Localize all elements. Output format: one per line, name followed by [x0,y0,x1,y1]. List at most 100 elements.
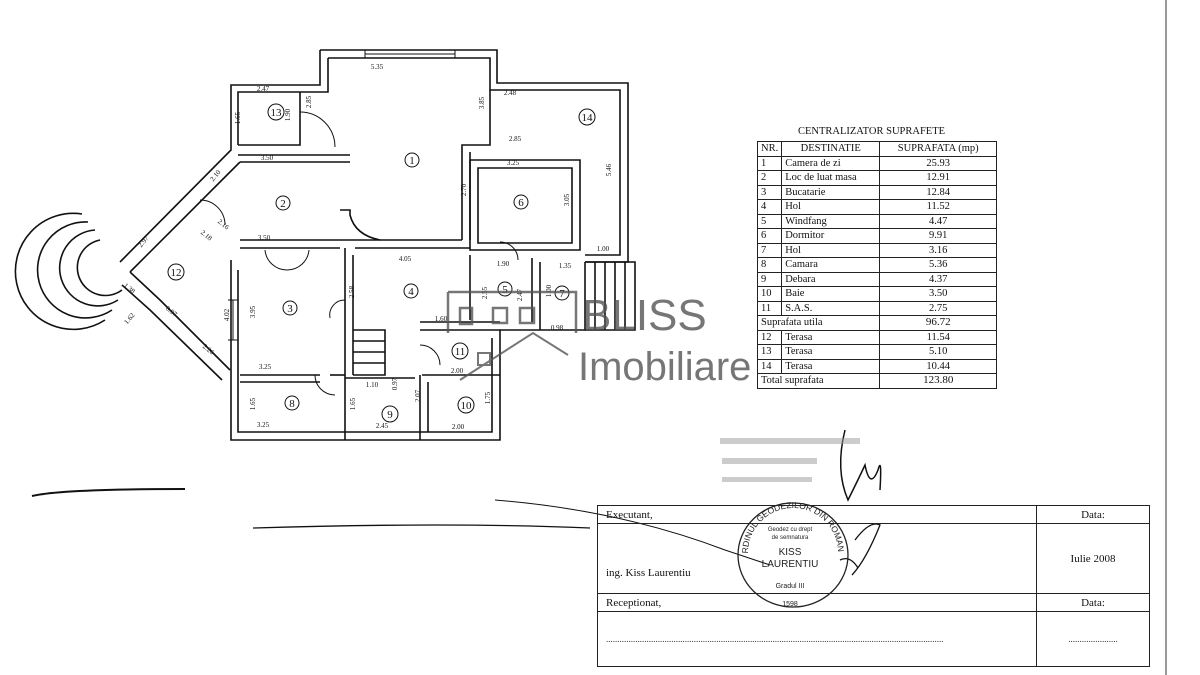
cell-suprafata: 2.75 [879,300,998,316]
cell-nr: 4 [756,199,783,215]
dimension: 2.16 [216,217,231,231]
receptionat-label: Receptionat, [597,593,1037,612]
dimension: 1.90 [497,260,510,268]
dimension: 3.85 [478,96,486,109]
cell-nr: 10 [756,286,783,302]
room-number-1: 1 [409,155,415,167]
room-number-13: 13 [271,107,283,119]
dimension: 1.65 [349,397,357,410]
room-labels: 1 2 3 4 5 6 7 8 9 10 11 12 13 14 [167,103,596,423]
header-suprafata: SUPRAFATA (mp) [879,141,998,157]
room-number-6: 6 [518,197,524,209]
cell-suprafata: 9.91 [879,228,998,244]
cell-destinatie: Terasa [781,329,881,345]
cell-destinatie: Camara [781,257,881,273]
dimension: 3.25 [257,421,270,429]
room-number-12: 12 [171,267,182,279]
dimension: 3.50 [258,234,271,242]
cell-suprafata: 25.93 [879,155,998,171]
doors [199,111,519,396]
cell-nr: 11 [756,300,783,316]
dimension: 1.38 [122,281,137,295]
dimension: 2.97 [136,234,150,249]
cell-destinatie: Debara [781,271,881,287]
bliss-imobiliare-logo: BLISS Imobiliare [446,290,751,389]
cell-suprafata: 11.54 [879,329,998,345]
svg-text:ORDINUL GEODEZILOR DIN ROMANIA: ORDINUL GEODEZILOR DIN ROMANIA [0,0,846,554]
cell-nr: 13 [756,344,783,360]
cell-destinatie: Dormitor [781,228,881,244]
dimension: 2.45 [376,422,389,430]
dimension: 2.48 [504,89,517,97]
room-number-14: 14 [582,112,594,124]
header-destinatie: DESTINATIE [781,141,881,157]
cell-nr: 6 [756,228,783,244]
cell-suprafata: 3.50 [879,286,998,302]
dimension: 3.50 [261,154,274,162]
data-label: Data: [1036,593,1150,612]
executant-date: Iulie 2008 [1036,523,1150,594]
dimension: 3.05 [563,193,571,206]
dimension: 1.60 [435,315,448,323]
dimension: 4.05 [399,255,412,263]
room-number-11: 11 [455,346,466,358]
dimension: 4.02 [223,308,231,321]
cell-suprafata: 4.47 [879,213,998,229]
cell-destinatie: Terasa [781,344,881,360]
data-label: Data: [1036,505,1150,524]
watermark-brand: BLISS [582,291,707,340]
cell-nr: 3 [756,184,783,200]
cell-suprafata: 4.37 [879,271,998,287]
dimension: 0.97 [391,377,399,390]
cell-nr: 2 [756,170,783,186]
dimension: 2.70 [460,183,468,196]
dimension: 3.95 [249,305,257,318]
dimension: 1.35 [559,262,572,270]
dimension: 5.35 [371,63,384,71]
util-label: Suprafata utila [756,315,881,331]
cell-destinatie: Hol [781,242,881,258]
room-number-3: 3 [287,303,293,315]
room-number-9: 9 [387,409,393,421]
dimension: 2.07 [414,389,422,402]
cell-nr: 7 [756,242,783,258]
dimension: 3.25 [259,363,272,371]
executant-label: Executant, [597,505,1037,524]
dimension: 0.98 [551,324,564,332]
room-number-7: 7 [559,288,565,300]
cell-suprafata: 12.84 [879,184,998,200]
dimension: 2.18 [199,228,214,242]
dimension: 3.25 [507,159,520,167]
room-number-8: 8 [289,398,295,410]
dimension: 2.85 [305,95,313,108]
centralizator-title: CENTRALIZATOR SUPRAFETE [797,126,946,137]
total-label: Total suprafata [756,373,881,389]
cell-suprafata: 10.44 [879,358,998,374]
room-number-4: 4 [408,286,414,298]
cell-destinatie: Loc de luat masa [781,170,881,186]
dimension: 1.00 [597,245,610,253]
cell-nr: 1 [756,155,783,171]
dimension: 2.00 [451,367,464,375]
dimension: 2.00 [452,423,465,431]
cell-destinatie: Terasa [781,358,881,374]
dimension: 2.85 [509,135,522,143]
dimension: 2.47 [516,288,524,301]
